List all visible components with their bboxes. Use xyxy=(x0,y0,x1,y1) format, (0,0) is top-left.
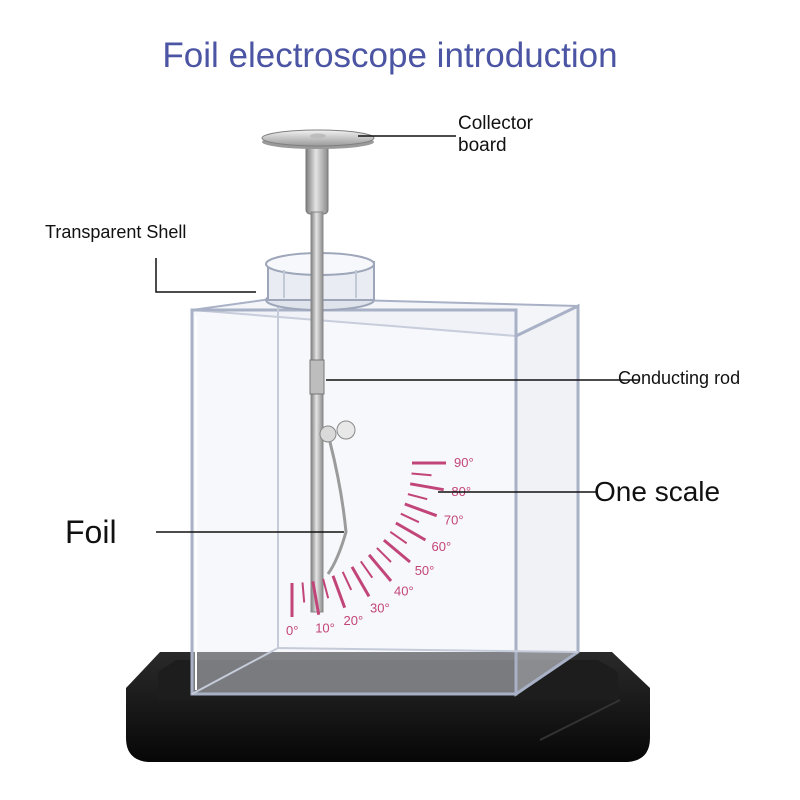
scale-minor-tick xyxy=(407,493,428,501)
transparent-shell xyxy=(190,296,580,697)
scale-major-tick xyxy=(382,538,411,564)
scale-tick-label: 30° xyxy=(370,601,390,616)
scale-minor-tick xyxy=(359,560,374,579)
scale-tick-label: 50° xyxy=(415,563,435,578)
scale-major-tick xyxy=(367,553,393,582)
page-title: Foil electroscope introduction xyxy=(162,36,618,75)
conducting-rod xyxy=(305,143,356,613)
scale-major-tick xyxy=(331,575,347,609)
conducting-rod-label: Conducting rod xyxy=(618,368,741,388)
scale-major-tick xyxy=(350,566,371,598)
scale-minor-tick xyxy=(322,578,330,599)
collector-board-label-line2: board xyxy=(458,135,507,156)
scale-label: One scale xyxy=(594,476,721,507)
collector-board-label: Collector board xyxy=(458,113,533,157)
scale-tick-label: 20° xyxy=(344,613,364,628)
scale-major-tick xyxy=(409,482,444,492)
scale-minor-tick xyxy=(400,512,420,524)
scale-tick-label: 40° xyxy=(394,584,414,599)
scale-minor-tick xyxy=(389,530,408,545)
scale-minor-tick xyxy=(411,472,432,477)
scale-tick-label: 70° xyxy=(444,513,464,528)
scale-minor-tick xyxy=(376,547,392,563)
transparent-shell-label: Transparent Shell xyxy=(45,222,187,242)
scale-tick-label: 60° xyxy=(432,539,452,554)
foil xyxy=(326,441,348,575)
scale-major-tick xyxy=(311,580,321,615)
collector-board-label-line1: Collector xyxy=(458,113,533,134)
collector-board xyxy=(261,129,375,149)
scale-minor-tick xyxy=(341,571,353,591)
scale-major-tick xyxy=(395,521,427,542)
scale-tick-label: 10° xyxy=(315,620,335,635)
scale-tick-label: 90° xyxy=(454,455,474,470)
scale-major-tick xyxy=(404,502,438,518)
scale-tick-label: 0° xyxy=(286,623,298,638)
foil-label: Foil xyxy=(65,514,117,550)
scale-minor-tick xyxy=(301,582,306,603)
shell-leader-line xyxy=(155,258,256,293)
